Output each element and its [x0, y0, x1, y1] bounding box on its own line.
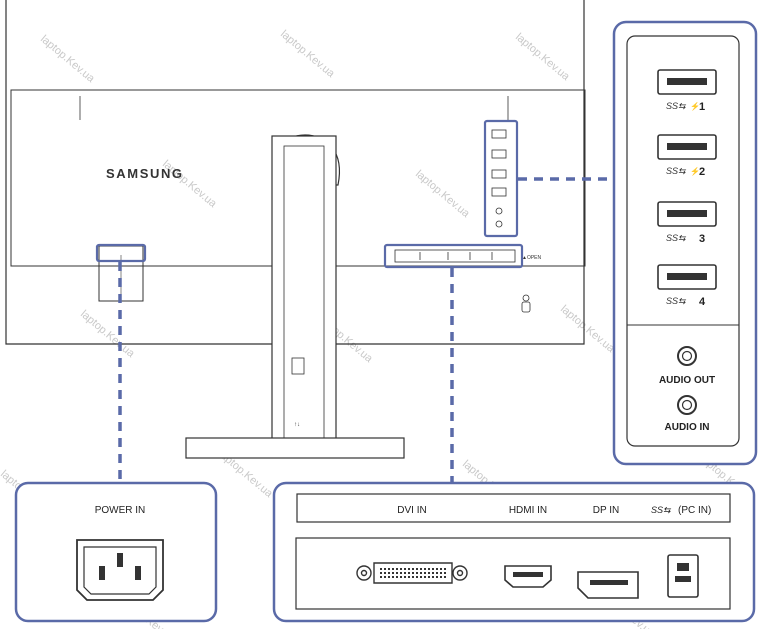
- bottom-port-highlight: [383, 243, 524, 269]
- displayport-icon: [577, 571, 639, 599]
- side-port-highlight: [483, 119, 519, 238]
- audio-out-jack: AUDIO OUT: [659, 346, 715, 386]
- stand-neck-inner: [283, 145, 325, 441]
- dp-in-label: DP IN: [593, 505, 620, 516]
- kensington-lock-icon: [521, 301, 531, 313]
- power-in-label: POWER IN: [95, 505, 146, 516]
- side-panel: SS⇆ ⚡ 1 SS⇆ ⚡ 2 SS⇆ 3 SS⇆ 4 AUDIO OUT: [612, 20, 758, 466]
- open-mark: ▲OPEN: [522, 255, 542, 261]
- audio-in-label: AUDIO IN: [665, 422, 710, 433]
- audio-out-label: AUDIO OUT: [659, 375, 715, 386]
- battery-charge-icon: ⚡: [690, 166, 700, 176]
- watermark-text: laptop.Kev.ua: [558, 303, 617, 355]
- usb-port-number: 2: [699, 166, 705, 178]
- mini-audio-jack: [495, 207, 503, 215]
- stand-cable-clip: [291, 357, 305, 375]
- watermark-text: laptop.Kev.ua: [78, 308, 137, 360]
- side-panel-inner: [626, 35, 740, 447]
- mini-audio-jack: [495, 220, 503, 228]
- ss-usb-icon: SS⇆: [666, 166, 687, 176]
- hdmi-in-label: HDMI IN: [509, 505, 547, 516]
- watermark-text: laptop.Kev.ua: [38, 33, 97, 85]
- usb-port-1: SS⇆ ⚡ 1: [657, 69, 717, 113]
- bottom-port-strip: ▲OPEN: [394, 249, 542, 313]
- side-port-column: [491, 129, 507, 228]
- usb-port-number: 4: [699, 296, 706, 308]
- watermark-text: laptop.Kev.ua: [513, 31, 572, 83]
- port-strip: [394, 249, 516, 263]
- ss-usb-icon: SS⇆: [666, 233, 687, 243]
- usb-port-3: SS⇆ 3: [657, 201, 717, 245]
- watermark-text: laptop.Kev.ua: [278, 28, 337, 80]
- ports-connector-bar: [295, 537, 731, 610]
- usb-port-4: SS⇆ 4: [657, 264, 717, 308]
- dvi-port-icon: [356, 562, 468, 584]
- power-socket-icon: [76, 539, 164, 601]
- stand: ↑↓: [185, 134, 405, 459]
- power-panel-frame: [14, 481, 218, 623]
- ports-label-bar: [296, 493, 731, 523]
- mini-usb-port: [491, 187, 507, 197]
- dvi-in-label: DVI IN: [397, 505, 426, 516]
- ss-usb-icon: SS⇆: [651, 505, 672, 515]
- mini-usb-port: [491, 169, 507, 179]
- ports-panel-frame: [272, 481, 756, 623]
- power-panel: POWER IN: [14, 481, 218, 623]
- brand-logo: SAMSUNG: [106, 166, 184, 181]
- lock-shackle: [522, 294, 530, 302]
- ss-usb-icon: SS⇆: [666, 296, 687, 306]
- mini-usb-port: [491, 129, 507, 139]
- power-port-highlight: [95, 243, 147, 263]
- usb-b-port-icon: [667, 554, 699, 598]
- usb-port-number: 3: [699, 233, 705, 245]
- stand-base: [185, 437, 405, 459]
- usb-pc-in-label: (PC IN): [678, 505, 711, 516]
- battery-charge-icon: ⚡: [690, 101, 700, 111]
- audio-in-jack: AUDIO IN: [665, 395, 710, 433]
- ss-usb-icon: SS⇆: [666, 101, 687, 111]
- highlights: [95, 119, 524, 269]
- usb-port-2: SS⇆ ⚡ 2: [657, 134, 717, 178]
- connector-lines: [118, 177, 613, 482]
- ports-panel: DVI IN HDMI IN DP IN SS⇆ (PC IN): [272, 481, 756, 623]
- usb-port-number: 1: [699, 101, 705, 113]
- side-panel-frame: [612, 20, 758, 466]
- stand-arrow-icon: ↑↓: [294, 422, 300, 428]
- hdmi-port-icon: [504, 565, 552, 588]
- watermark-text: laptop.Kev.ua: [413, 168, 472, 220]
- mini-usb-port: [491, 149, 507, 159]
